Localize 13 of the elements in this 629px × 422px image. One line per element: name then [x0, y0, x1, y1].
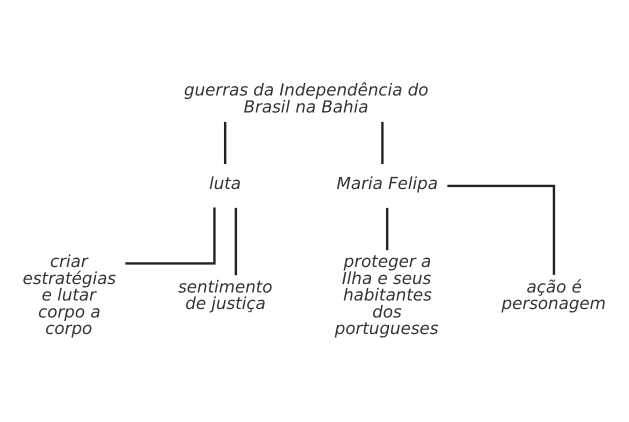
- node-text: Maria Felipa: [336, 174, 438, 194]
- node-text: guerras da Independência do Brasil na Bahia: [184, 80, 428, 116]
- node-text: luta: [209, 174, 241, 194]
- node-text: ação é personagem: [502, 277, 606, 313]
- connector: [381, 122, 384, 164]
- connector: [224, 122, 226, 164]
- node-text: criar estratégias e lutar corpo a corpo: [22, 252, 116, 338]
- connector: [125, 208, 216, 265]
- node-text: proteger a Ilha e seus habitantes dos portugueses: [334, 252, 438, 338]
- connector: [234, 208, 238, 276]
- node-text: sentimento de justiça: [178, 277, 272, 313]
- connector: [386, 208, 388, 250]
- connector: [447, 184, 556, 275]
